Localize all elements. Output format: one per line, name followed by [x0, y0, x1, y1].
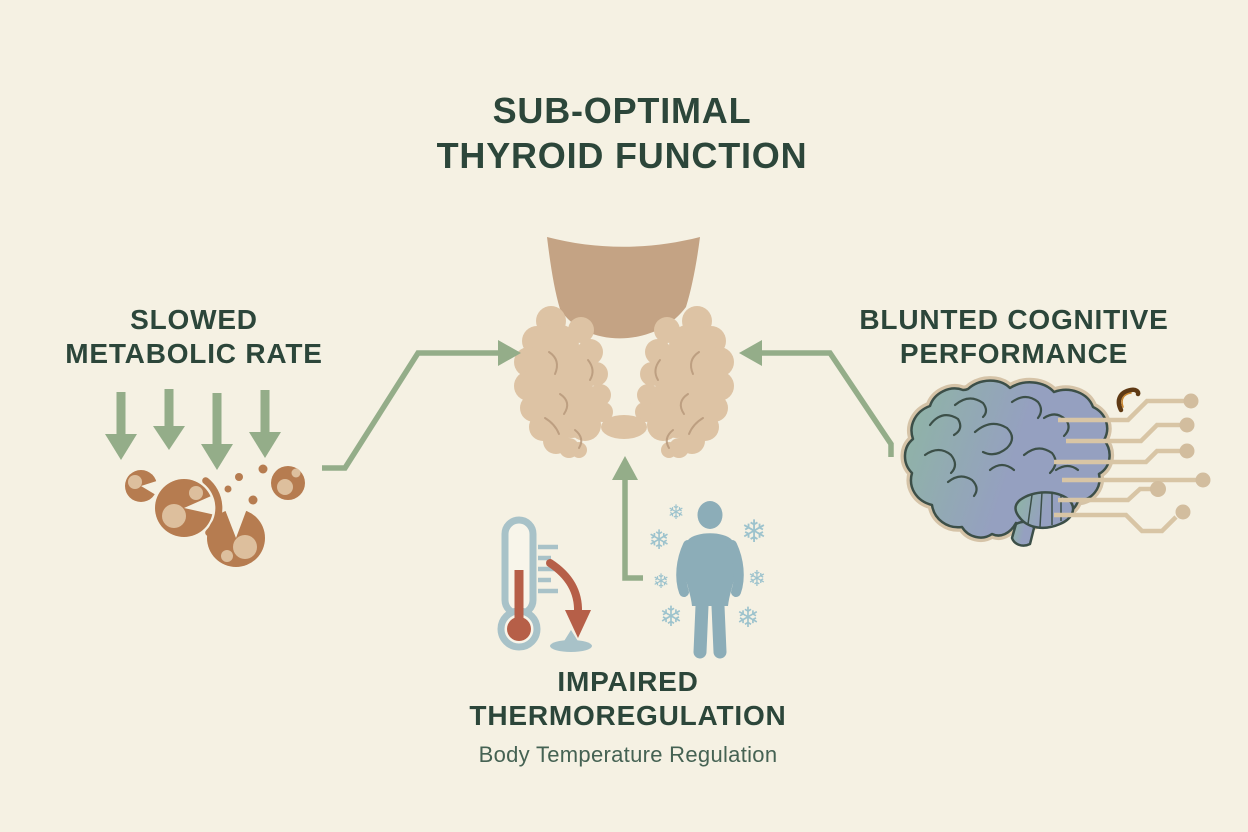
cold-person-icon: ❄ ❄ ❄ ❄ ❄ ❄ ❄ [648, 500, 767, 659]
snowflake-icon: ❄ [659, 600, 682, 633]
cells-icon [125, 464, 305, 567]
metabolic-label-line1: SLOWED [130, 304, 258, 335]
mound-icon [550, 630, 592, 652]
snowflake-icon: ❄ [741, 514, 767, 550]
page-title: SUB-OPTIMAL THYROID FUNCTION [437, 88, 808, 178]
snowflake-icon: ❄ [736, 601, 759, 634]
metabolic-icon [105, 389, 305, 567]
snowflake-icon: ❄ [748, 567, 766, 592]
person-arm-left [676, 540, 693, 597]
brain-gyri [923, 395, 1080, 498]
person-arm-right [727, 540, 744, 597]
thyroid-gland-shape [514, 306, 734, 458]
thermoregulation-icon [497, 516, 592, 652]
cognitive-label-line2: PERFORMANCE [899, 338, 1129, 369]
cognitive-connector-arrow [739, 340, 894, 457]
cognitive-label-line1: BLUNTED COGNITIVE [859, 304, 1169, 335]
label-blunted-cognitive-performance: BLUNTED COGNITIVE PERFORMANCE [859, 303, 1168, 371]
circuit-traces-icon [1054, 393, 1211, 534]
snowflake-icon: ❄ [653, 569, 670, 593]
cognitive-icon [900, 376, 1211, 547]
thyroid-cartilage-shape [547, 237, 700, 339]
temperature-drop-arrow-icon [546, 559, 591, 638]
thyroid-icon [514, 237, 734, 458]
thermo-connector-arrow [612, 456, 643, 581]
flow-arrows [322, 340, 894, 581]
cerebellum [1014, 491, 1075, 530]
thermo-label-line2: THERMOREGULATION [469, 700, 787, 731]
thermo-label-line1: IMPAIRED [557, 666, 699, 697]
title-line1: SUB-OPTIMAL [492, 90, 752, 131]
person-leg-right [711, 599, 727, 659]
thermometer-icon [497, 516, 558, 651]
person-head [697, 501, 723, 529]
metabolic-connector-arrow [322, 340, 521, 471]
squiggle-artifact [1116, 387, 1141, 413]
snowflake-icon: ❄ [668, 500, 685, 524]
falling-arrows-icon [105, 389, 281, 470]
person-torso [682, 533, 738, 606]
thermo-label-subtitle: Body Temperature Regulation [478, 742, 778, 767]
metabolic-label-line2: METABOLIC RATE [65, 338, 323, 369]
snowflake-icon: ❄ [648, 525, 671, 556]
person-leg-left [693, 599, 709, 659]
label-impaired-thermoregulation: IMPAIRED THERMOREGULATION Body Temperatu… [469, 665, 786, 772]
label-slowed-metabolic-rate: SLOWED METABOLIC RATE [65, 303, 322, 371]
title-line2: THYROID FUNCTION [436, 135, 808, 176]
